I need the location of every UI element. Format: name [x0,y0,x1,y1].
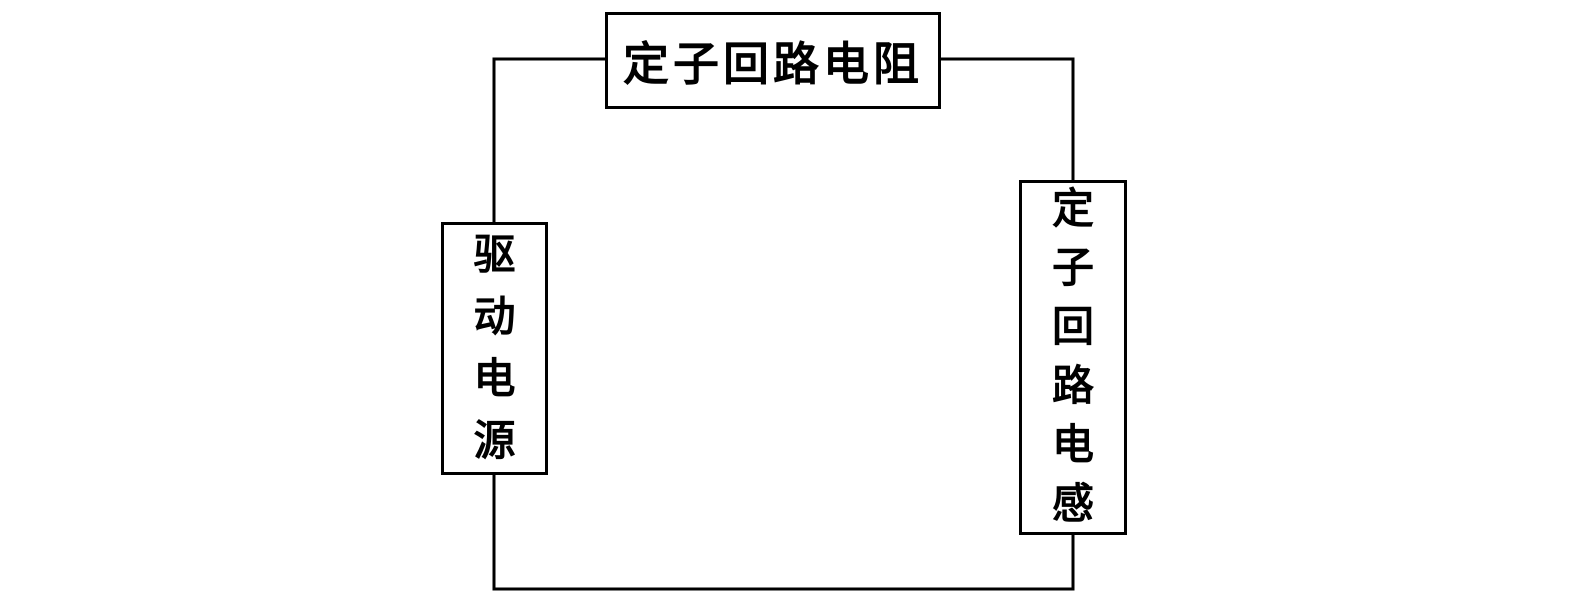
node-stator-circuit-resistance-label: 定子回路电阻 [623,38,923,90]
node-stator-circuit-resistance: 定子回路电阻 [605,12,941,109]
wire-top-to-right [941,57,1075,180]
node-stator-circuit-inductance: 定子回路电感 [1019,180,1127,535]
node-stator-circuit-inductance-label: 定子回路电感 [1052,186,1095,528]
wire-left-to-top [492,57,605,222]
node-drive-power-supply-label: 驱动电源 [473,232,516,465]
node-drive-power-supply: 驱动电源 [441,222,548,475]
wire-bottom-loop [492,475,1075,591]
